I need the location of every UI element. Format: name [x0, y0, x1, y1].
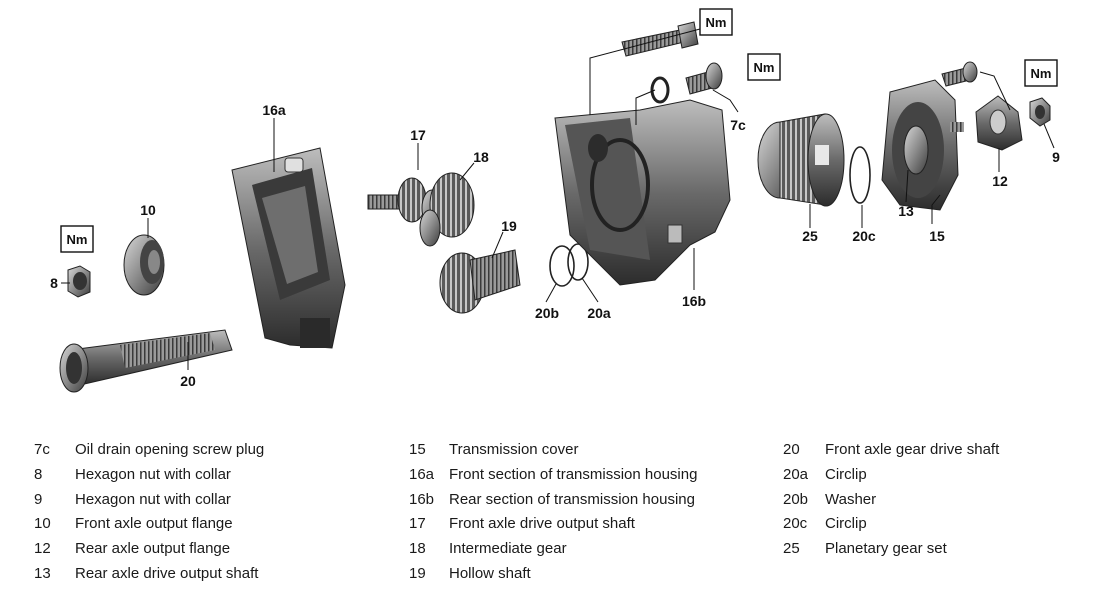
- callout-15: 15: [929, 228, 945, 244]
- legend-description: Transmission cover: [449, 441, 579, 458]
- leader-lines: [61, 28, 1055, 370]
- part-13-rear-axle-drive-shaft: [903, 122, 964, 175]
- legend-description: Front axle drive output shaft: [449, 515, 635, 533]
- legend-description: Front axle output flange: [75, 515, 233, 533]
- legend-key: 16a: [409, 465, 435, 483]
- callout-16b: 16b: [682, 293, 706, 309]
- callout-13: 13: [898, 203, 914, 219]
- callout-10: 10: [140, 202, 156, 218]
- callout-20a: 20a: [587, 305, 611, 321]
- legend-description: Circlip: [825, 515, 867, 533]
- callout-20c: 20c: [852, 228, 876, 244]
- legend-description: Washer: [825, 490, 877, 508]
- torque-marker-8: Nm: [60, 225, 94, 253]
- torque-marker-9: Nm: [1024, 59, 1058, 87]
- svg-text:Nm: Nm: [1031, 66, 1052, 81]
- callout-20b: 20b: [535, 305, 559, 321]
- part-20b-washer: [549, 245, 575, 287]
- callout-25: 25: [802, 228, 818, 244]
- cover-bolt: [941, 61, 978, 87]
- callout-8: 8: [50, 275, 58, 291]
- legend-key: 20b: [783, 490, 809, 508]
- part-20c-circlip: [849, 146, 871, 204]
- legend-description: Rear axle drive output shaft: [75, 564, 259, 582]
- legend-description: Rear axle output flange: [75, 540, 231, 558]
- legend-key: 13: [34, 564, 51, 582]
- legend-description: Hexagon nut with collar: [75, 490, 231, 508]
- callout-19: 19: [501, 218, 517, 234]
- part-7c-screw-plug: [650, 62, 723, 104]
- callout-9: 9: [1052, 149, 1060, 165]
- svg-text:Nm: Nm: [706, 15, 727, 30]
- legend-key: 7c: [34, 441, 50, 458]
- legend-description: Front section of transmission housing: [449, 465, 698, 483]
- legend-key: 10: [34, 515, 51, 533]
- svg-text:Nm: Nm: [754, 60, 775, 75]
- torque-marker-7c: Nm: [747, 53, 781, 81]
- part-12-rear-axle-flange: [975, 95, 1023, 151]
- legend-key: 20c: [783, 515, 808, 533]
- torque-marker-housing-bolt: Nm: [699, 8, 733, 36]
- legend-key: 25: [783, 540, 800, 558]
- part-25-planetary-gear-set: [757, 113, 845, 207]
- part-8-hexagon-nut: [67, 265, 91, 298]
- legend-key: 19: [409, 564, 426, 582]
- part-19-hollow-shaft: [439, 249, 521, 314]
- legend-key: 16b: [409, 490, 435, 508]
- part-18-intermediate-gear: [419, 172, 475, 247]
- callout-12: 12: [992, 173, 1008, 189]
- legend-key: 12: [34, 540, 51, 558]
- legend-description: Planetary gear set: [825, 540, 947, 558]
- part-20-drive-shaft: [59, 329, 233, 393]
- callout-17: 17: [410, 127, 426, 143]
- legend-key: 18: [409, 540, 426, 558]
- legend-key: 9: [34, 490, 43, 508]
- part-16a-front-housing: [231, 147, 346, 349]
- callout-16a: 16a: [262, 102, 286, 118]
- legend-key: 15: [409, 441, 426, 458]
- legend-description: Front axle gear drive shaft: [825, 441, 1000, 458]
- exploded-view-diagram: Nm Nm Nm Nm 16a 10 8 20 17 18 19 20b 20a…: [50, 8, 1060, 393]
- svg-text:Nm: Nm: [67, 232, 88, 247]
- callout-20: 20: [180, 373, 196, 389]
- callout-18: 18: [473, 149, 489, 165]
- legend-key: 17: [409, 515, 426, 533]
- legend-key: 20: [783, 441, 800, 458]
- legend-description: Hexagon nut with collar: [75, 465, 231, 483]
- part-20a-circlip: [567, 243, 589, 281]
- callout-7c: 7c: [730, 117, 746, 133]
- legend-description: Rear section of transmission housing: [449, 490, 695, 508]
- legend-description: Oil drain opening screw plug: [75, 441, 265, 458]
- legend-description: Intermediate gear: [449, 540, 567, 558]
- part-10-front-axle-flange: [123, 234, 165, 296]
- legend-description: Hollow shaft: [449, 564, 531, 582]
- legend-description: Circlip: [825, 465, 867, 483]
- housing-bolt: [621, 21, 699, 57]
- legend-key: 20a: [783, 465, 809, 483]
- part-16b-rear-housing: [554, 99, 731, 286]
- legend-key: 8: [34, 465, 43, 483]
- part-9-hexagon-nut: [1029, 97, 1051, 127]
